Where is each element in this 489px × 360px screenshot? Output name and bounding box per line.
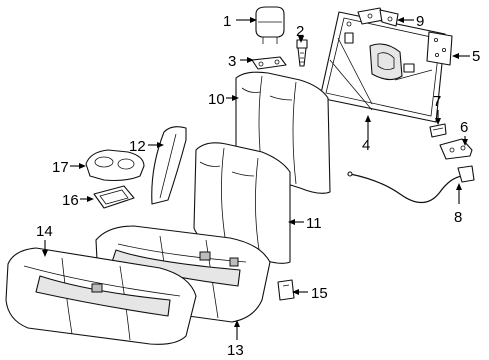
callout-3: 3 (228, 53, 236, 70)
callout-12: 12 (129, 138, 146, 155)
latch-bracket-part (439, 138, 473, 160)
clip-part (429, 123, 447, 138)
seatback-frame-part (319, 11, 446, 123)
callout-7: 7 (433, 93, 441, 110)
guide-sleeve-part (296, 39, 308, 67)
small-cover-part (277, 279, 295, 301)
callout-16: 16 (62, 192, 79, 209)
hinge-part (357, 7, 399, 27)
bracket-part (251, 56, 287, 70)
callout-5: 5 (472, 48, 480, 65)
callout-17: 17 (52, 159, 69, 176)
headrest-part (255, 6, 285, 44)
mounting-plate-part (426, 31, 453, 66)
cup-holder-part (85, 149, 145, 182)
callout-6: 6 (460, 119, 468, 136)
callout-11: 11 (306, 215, 322, 232)
callout-2: 2 (296, 23, 304, 40)
callout-8: 8 (454, 209, 462, 226)
callout-4: 4 (362, 137, 370, 154)
callout-14: 14 (36, 223, 53, 240)
storage-tray-part (93, 185, 135, 209)
lower-seatback-cushion-part (193, 142, 291, 264)
leader-lines (42, 17, 470, 340)
callout-labels: 1 2 3 4 5 6 7 8 9 10 11 12 13 14 15 16 1… (36, 13, 480, 359)
release-cable-part (347, 165, 475, 204)
callout-10: 10 (208, 91, 225, 108)
side-bolster-part (151, 126, 187, 205)
callout-1: 1 (223, 13, 231, 30)
callout-15: 15 (311, 285, 328, 302)
seat-cushion-rear-part (5, 247, 197, 345)
callout-13: 13 (227, 342, 244, 359)
callout-9: 9 (416, 13, 424, 30)
